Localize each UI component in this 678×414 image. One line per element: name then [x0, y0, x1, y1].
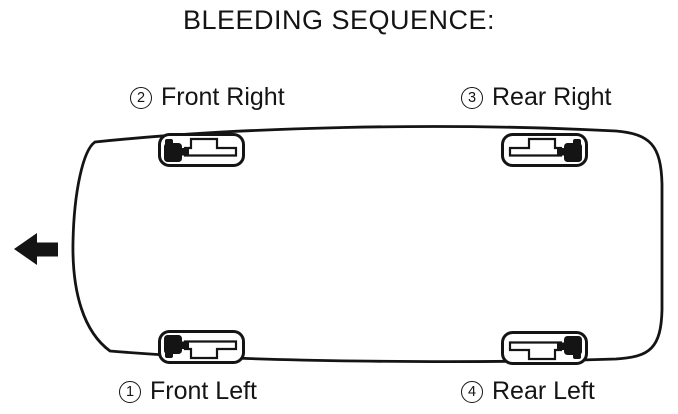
- label-rear-right-text: Rear Right: [492, 83, 612, 111]
- label-front-right-text: Front Right: [161, 83, 285, 111]
- step-2-badge: 2: [130, 86, 152, 109]
- label-front-right: 2 Front Right: [130, 83, 285, 112]
- wheel-icon-front-left: [158, 330, 245, 364]
- wheel-icon-rear-left: [501, 331, 588, 365]
- label-front-left: 1 Front Left: [119, 377, 257, 406]
- step-3-badge: 3: [461, 86, 483, 109]
- label-rear-left-text: Rear Left: [492, 377, 595, 405]
- step-4-badge: 4: [461, 380, 483, 403]
- front-direction-arrow-icon: [14, 233, 58, 265]
- label-rear-right: 3 Rear Right: [461, 83, 612, 112]
- step-1-badge: 1: [119, 380, 141, 403]
- wheel-icon-rear-right: [501, 133, 588, 167]
- car-body-outline: [71, 125, 664, 363]
- label-rear-left: 4 Rear Left: [461, 377, 595, 406]
- wheel-icon-front-right: [158, 133, 245, 167]
- label-front-left-text: Front Left: [150, 377, 257, 405]
- page-title: BLEEDING SEQUENCE:: [182, 5, 496, 35]
